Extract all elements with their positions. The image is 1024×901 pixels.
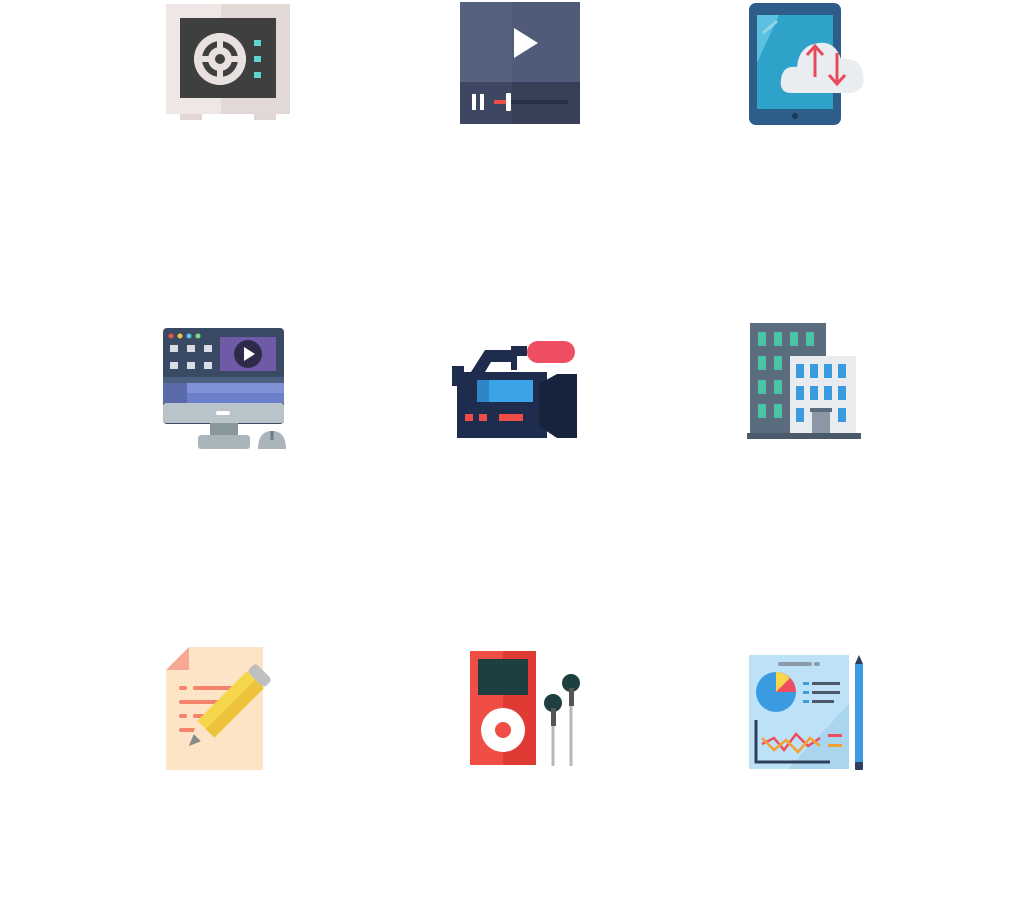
data-report-icon bbox=[748, 654, 866, 772]
tablet-cloud-sync-icon bbox=[749, 3, 871, 125]
safe-icon bbox=[166, 4, 290, 120]
video-editing-monitor-icon bbox=[162, 327, 287, 451]
office-building-icon bbox=[746, 322, 862, 440]
video-camera-icon bbox=[451, 340, 577, 439]
music-player-earphones-icon bbox=[469, 650, 583, 768]
document-edit-icon bbox=[165, 646, 278, 771]
video-player-icon bbox=[460, 2, 580, 124]
